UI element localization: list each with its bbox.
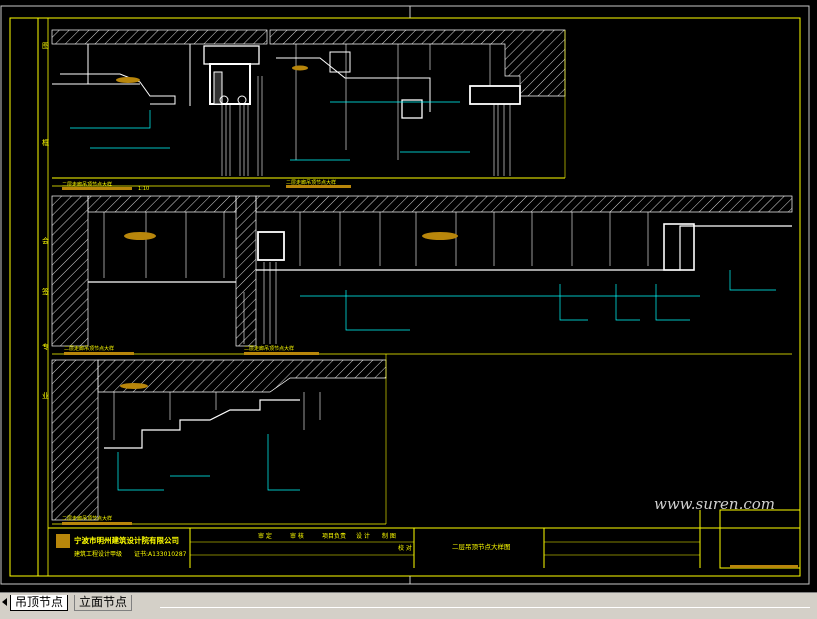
tb-header-1: 审 定: [258, 532, 272, 540]
tab-scroll-left-icon[interactable]: [2, 598, 7, 606]
title-block: 宁波市明州建筑设计院有限公司 建筑工程设计甲级 证书:A133010287 审 …: [48, 509, 801, 569]
horizontal-scrollbar[interactable]: [160, 599, 810, 608]
tab-ceiling-nodes[interactable]: 吊顶节点: [10, 595, 69, 611]
margin-label-3: 会: [42, 236, 49, 245]
company-name: 宁波市明州建筑设计院有限公司: [74, 535, 179, 545]
cad-drawing-canvas[interactable]: 图 框 会 签 专 业 二层走廊吊顶节点大样 1:10: [0, 0, 817, 592]
cert-no: 证书:A133010287: [134, 550, 187, 558]
tb-header-2: 审 核: [290, 532, 304, 540]
margin-label-5: 专: [42, 342, 49, 351]
detail-3: 二层走廊吊顶节点大样: [51, 195, 237, 355]
detail-4: 二层走廊吊顶节点大样: [235, 195, 793, 355]
layout-tab-bar: 吊顶节点 立面节点: [0, 592, 817, 619]
drawing-sheet: 图 框 会 签 专 业 二层走廊吊顶节点大样 1:10: [0, 5, 810, 585]
company-sub: 建筑工程设计甲级: [74, 550, 122, 558]
section-label-4: 二层走廊吊顶节点大样: [244, 345, 294, 352]
tab-elevation-nodes-label: 立面节点: [79, 595, 128, 609]
tab-elevation-nodes[interactable]: 立面节点: [74, 595, 133, 611]
section-label-3: 二层走廊吊顶节点大样: [64, 345, 114, 352]
margin-label-4: 签: [42, 287, 49, 296]
scale-label-1: 1:10: [138, 186, 149, 192]
watermark-text: www.suren.com: [654, 495, 775, 513]
sheet-title: 二层吊顶节点大样图: [452, 542, 511, 551]
left-margin-labels: 图 框 会 签 专 业: [42, 42, 49, 400]
detail-5: 二层走廊吊顶节点大样: [51, 354, 387, 525]
margin-label-6: 业: [42, 391, 49, 400]
detail-1: 二层走廊吊顶节点大样 1:10: [51, 29, 270, 192]
paper-border: [0, 5, 810, 585]
tab-ceiling-nodes-label: 吊顶节点: [15, 595, 64, 609]
detail-2: 二层走廊吊顶节点大样: [269, 29, 566, 188]
section-label-2: 二层走廊吊顶节点大样: [286, 179, 336, 186]
section-label-5: 二层走廊吊顶节点大样: [62, 515, 112, 522]
tab-scroll-arrows[interactable]: [0, 595, 10, 611]
margin-label-2: 框: [42, 138, 49, 147]
tb-header-4: 设 计: [356, 532, 370, 540]
tb-header-5: 制 图: [382, 532, 396, 540]
tb-header-6: 校 对: [398, 544, 412, 552]
tb-header-3: 项目负责: [322, 532, 346, 540]
section-label-1: 二层走廊吊顶节点大样: [62, 181, 112, 188]
margin-label-1: 图: [42, 42, 49, 50]
drawing-frame: [9, 17, 801, 577]
